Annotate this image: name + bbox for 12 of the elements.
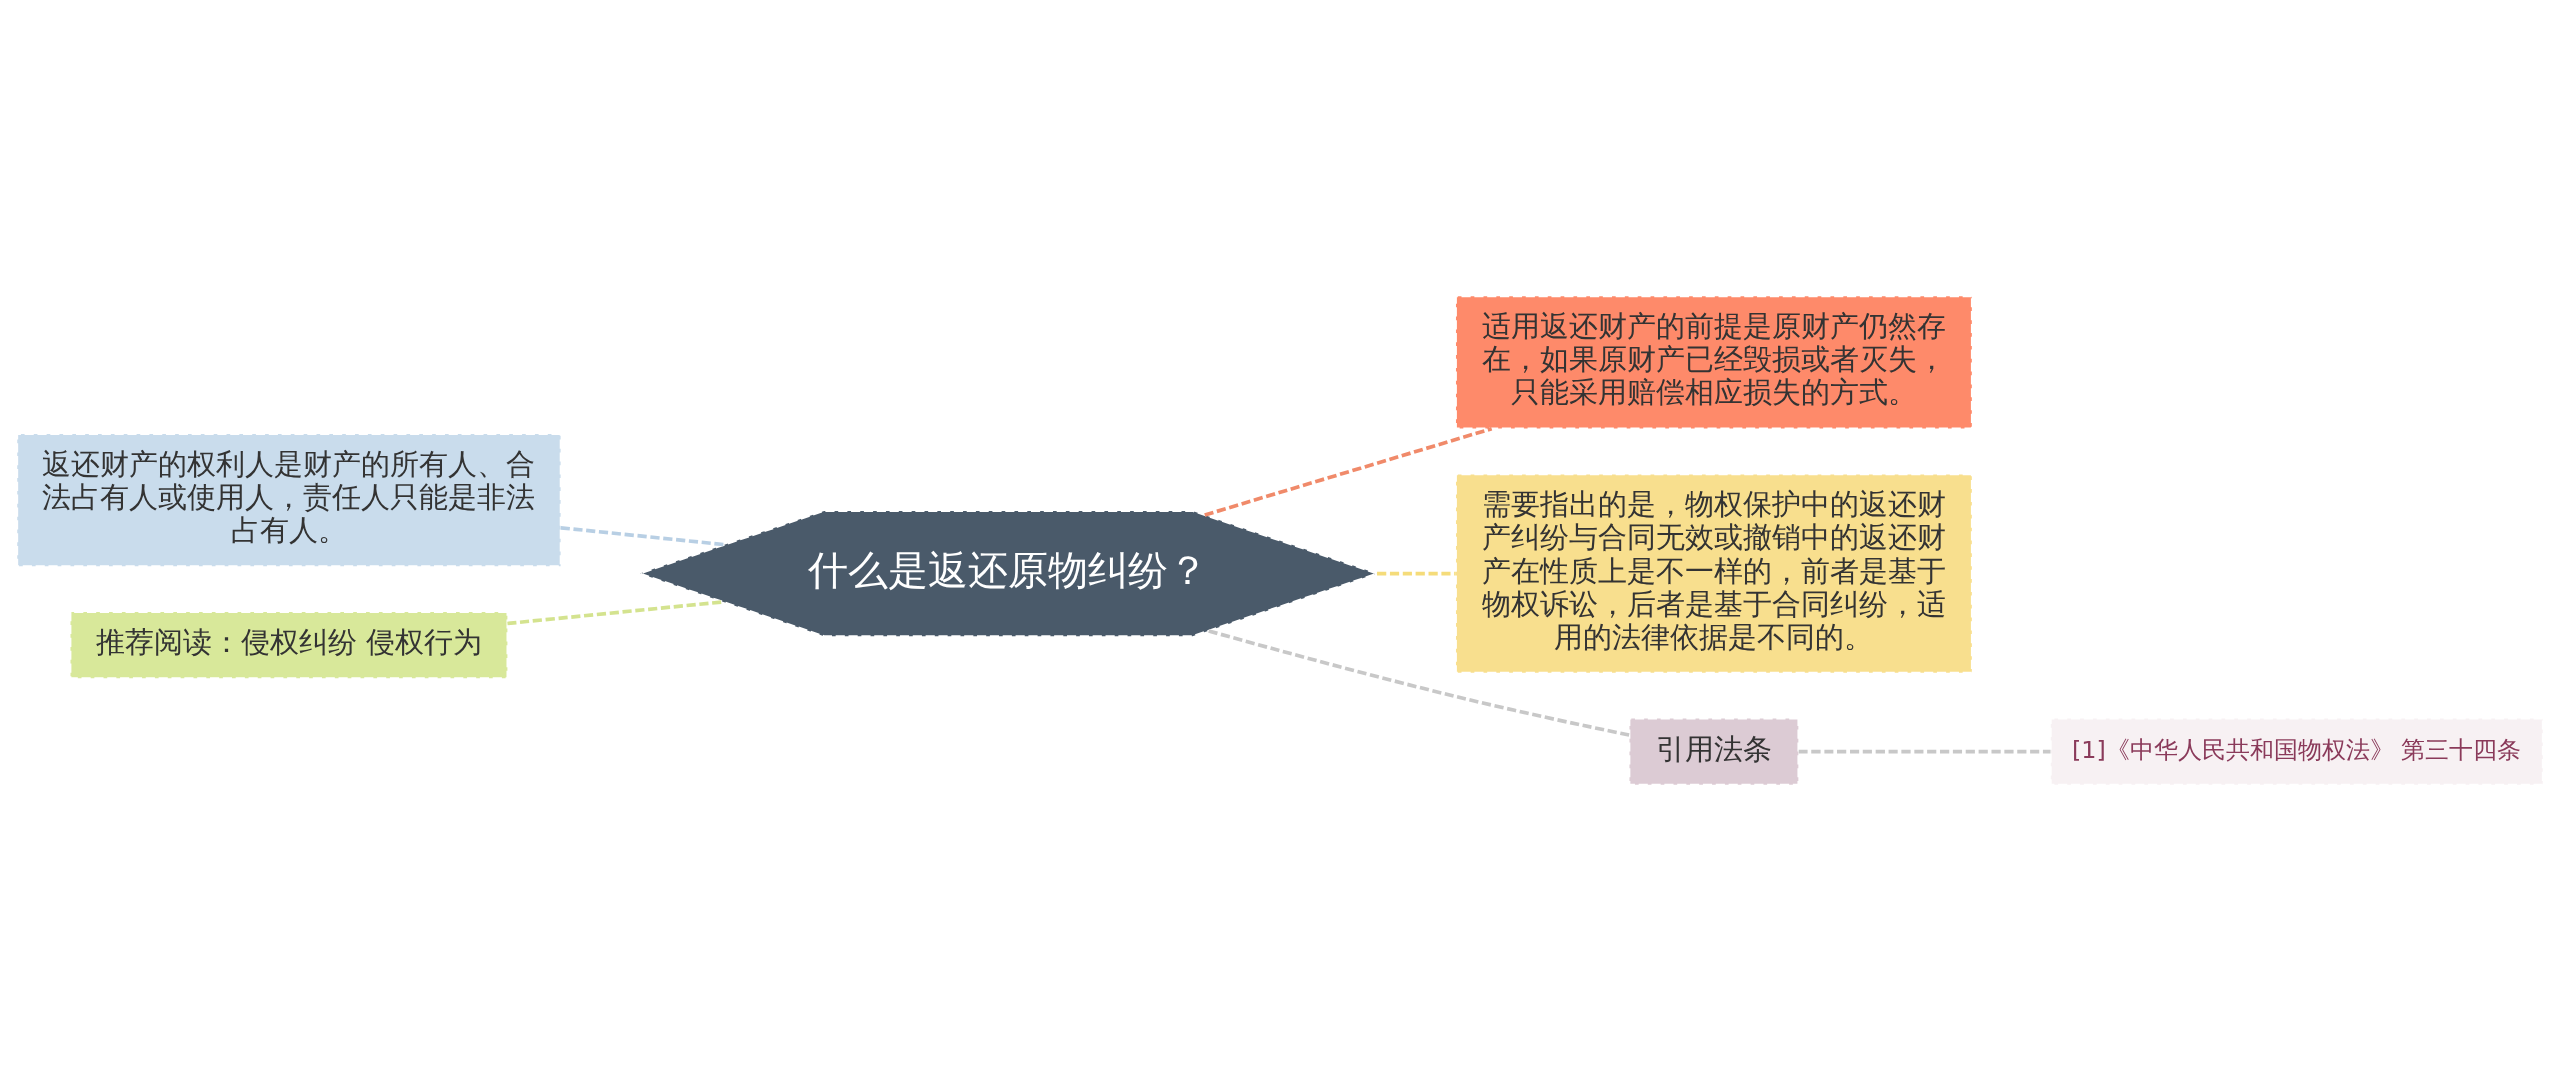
node-box: 返还财产的权利人是财产的所有人、合法占有人或使用人，责任人只能是非法占有人。 — [16, 432, 562, 567]
connector — [560, 525, 725, 546]
node-box: [1]《中华人民共和国物权法》 第三十四条 — [2049, 717, 2544, 786]
node-box: 推荐阅读：侵权纠纷 侵权行为 — [69, 610, 509, 679]
connector — [1798, 749, 2051, 753]
node-box: 需要指出的是，物权保护中的返还财产纠纷与合同无效或撤销中的返还财产在性质上是不一样的，前者是基于物权诉讼，后者是基于合同纠纷，适用的法律依据是不同的。 — [1455, 473, 1973, 674]
connector — [1204, 426, 1493, 517]
connector — [1208, 628, 1630, 737]
node-box: 引用法条 — [1628, 717, 1800, 786]
connector — [1377, 571, 1456, 575]
node-box: 适用返还财产的前提是原财产仍然存在，如果原财产已经毁损或者灭失，只能采用赔偿相应损失的方式。 — [1455, 294, 1973, 429]
connector — [507, 599, 724, 625]
